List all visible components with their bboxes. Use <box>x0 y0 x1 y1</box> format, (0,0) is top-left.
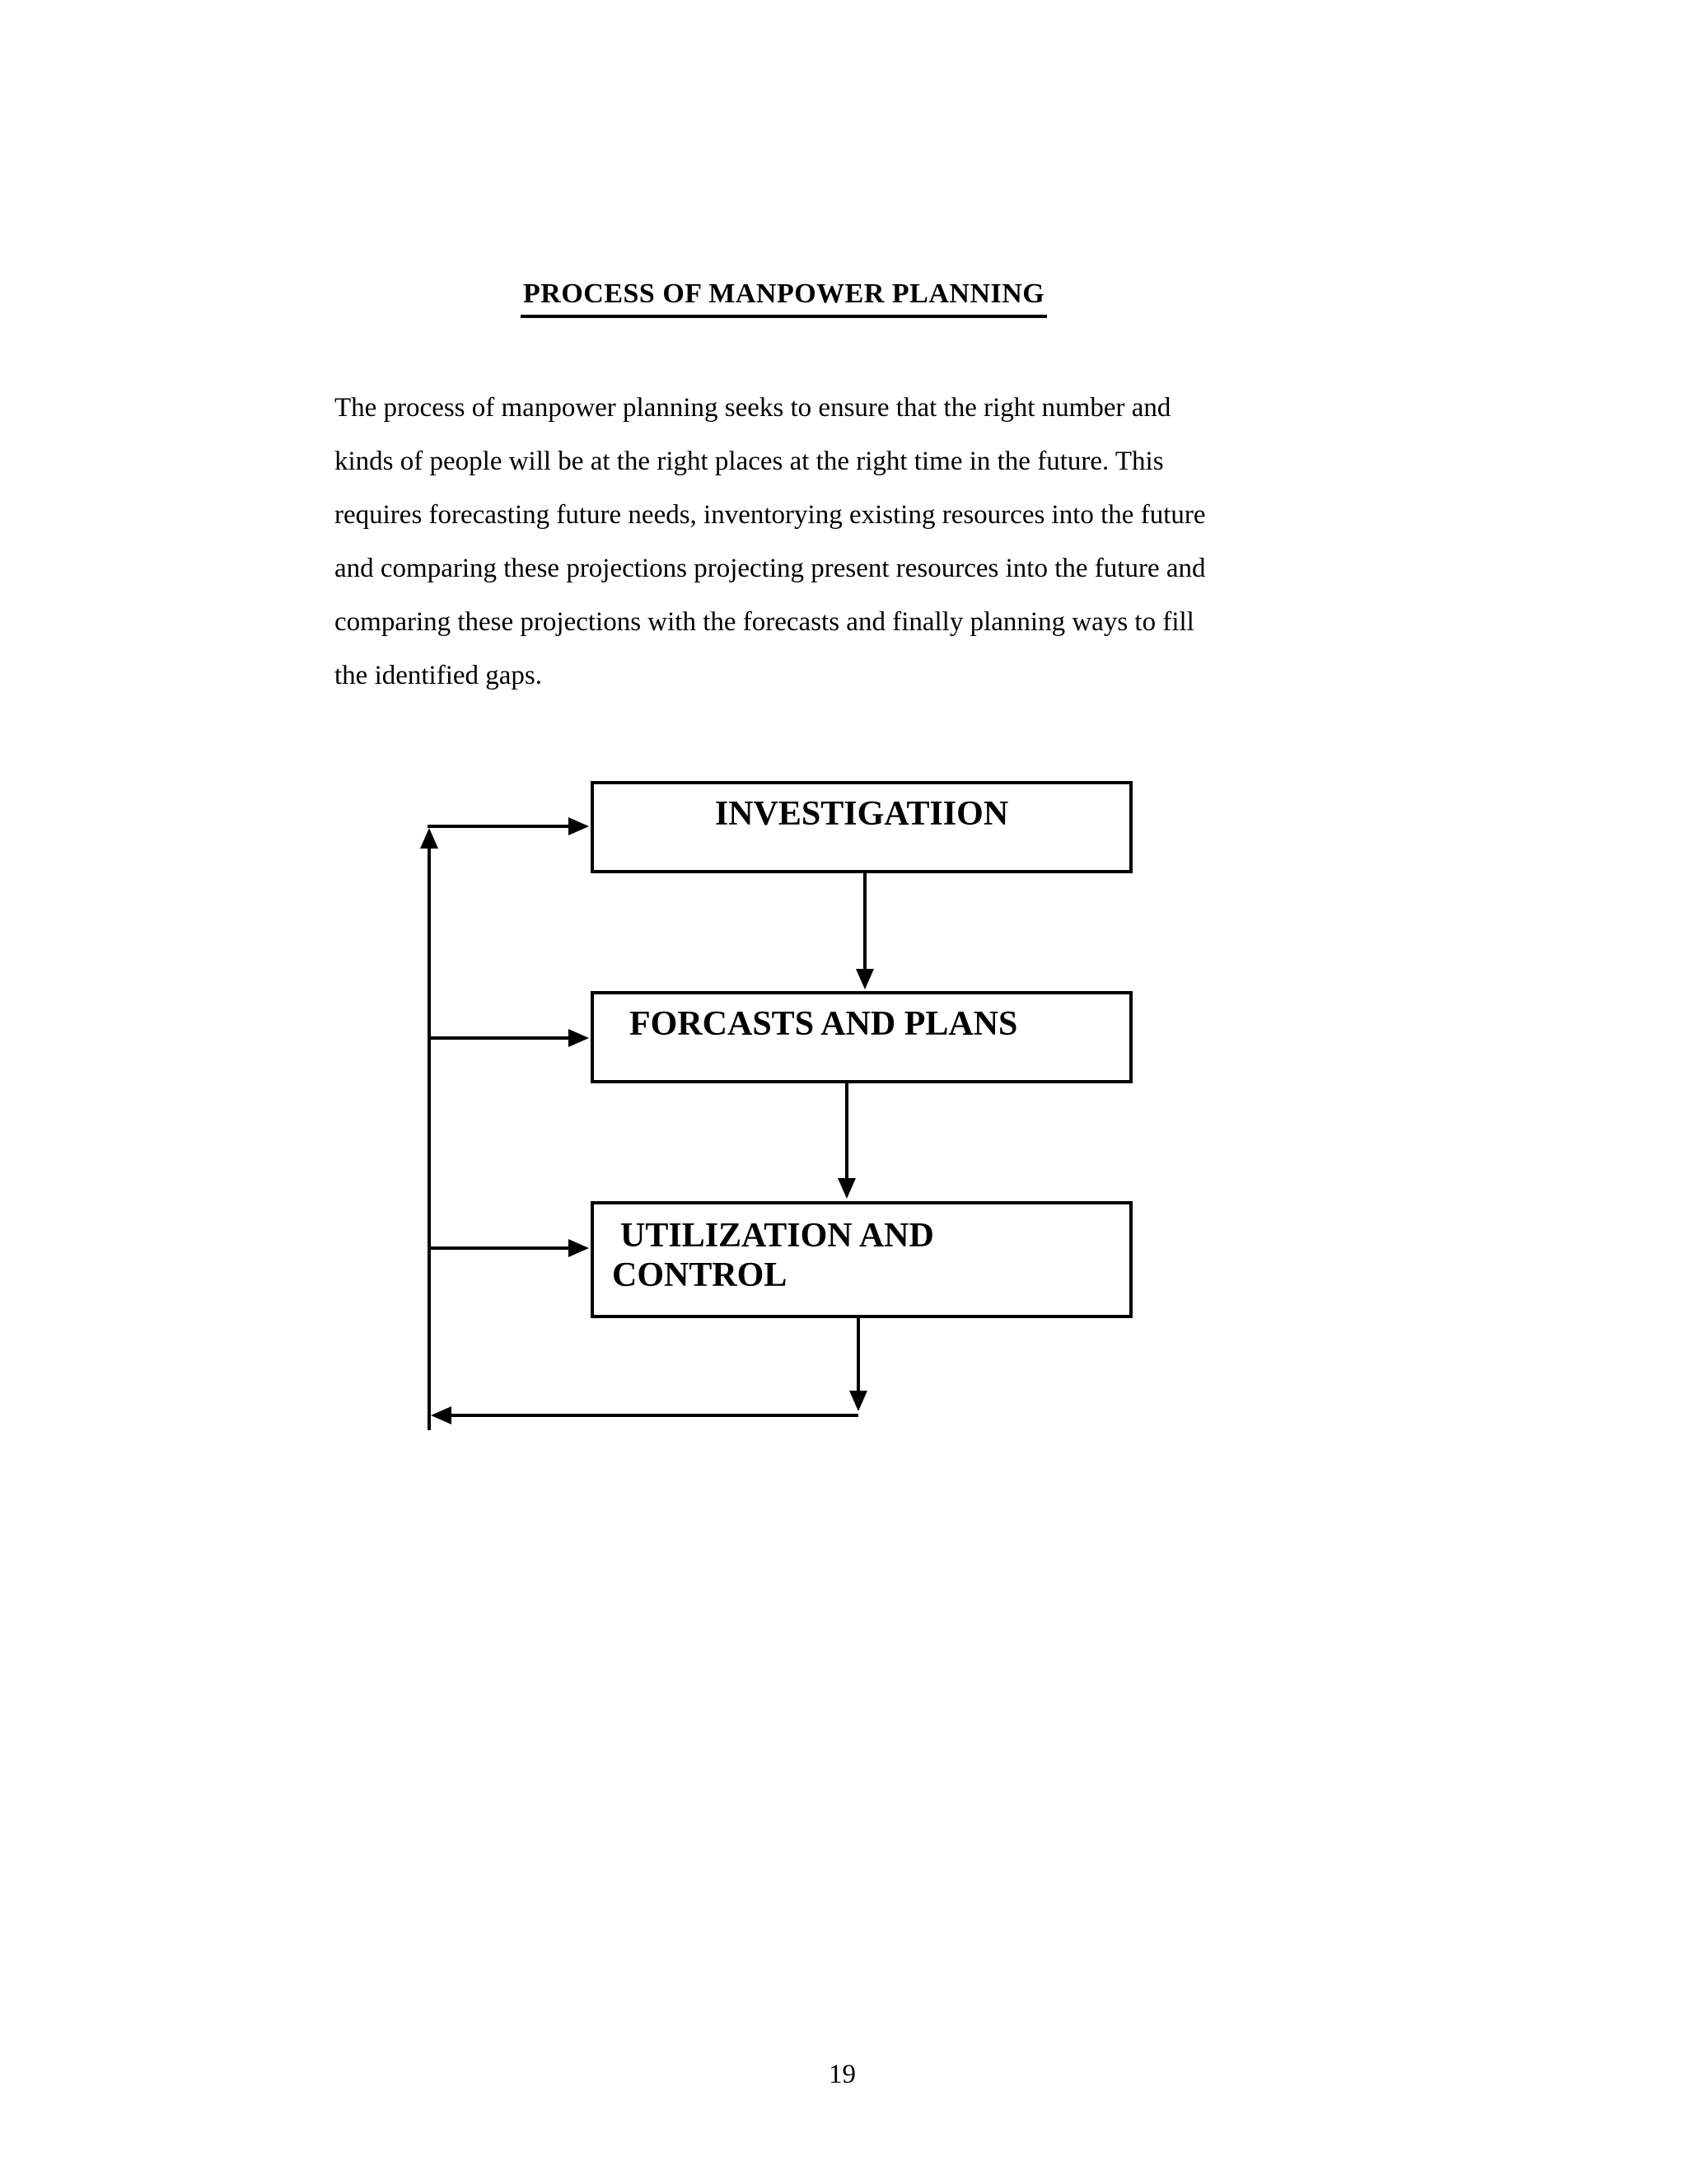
flowchart-box-forecasts: FORCASTS AND PLANS <box>591 991 1133 1083</box>
flowchart-box-label: FORCASTS AND PLANS <box>629 1005 1018 1043</box>
feedback-vertical-arrow <box>420 828 438 1430</box>
arrow-into-investigation <box>428 817 589 835</box>
flowchart-box-utilization: UTILIZATION AND CONTROL <box>591 1201 1133 1318</box>
paragraph-line: the identified gaps. <box>334 661 543 690</box>
arrow-into-utilization <box>428 1239 589 1257</box>
flowchart-box-label-line1: UTILIZATION AND <box>620 1217 934 1255</box>
arrow-into-forecasts <box>428 1029 589 1047</box>
flowchart-box-label-line2: CONTROL <box>612 1256 787 1294</box>
arrow-forecasts-to-utilization <box>838 1083 856 1199</box>
feedback-horizontal-arrow <box>431 1406 858 1424</box>
flowchart-box-investigation: INVESTIGATIION <box>591 781 1133 873</box>
arrow-investigation-to-forecasts <box>856 873 874 989</box>
page-number: 19 <box>829 2060 856 2089</box>
paragraph-line: and comparing these projections projecti… <box>334 554 1206 583</box>
paragraph-line: kinds of people will be at the right pla… <box>334 447 1164 476</box>
flowchart-box-label: INVESTIGATIION <box>714 795 1009 833</box>
paragraph-line: requires forecasting future needs, inven… <box>334 500 1206 530</box>
arrow-utilization-to-feedback <box>849 1318 867 1411</box>
body-paragraph: The process of manpower planning seeks t… <box>334 381 1356 703</box>
page-title: PROCESS OF MANPOWER PLANNING <box>521 278 1048 318</box>
paragraph-line: comparing these projections with the for… <box>334 607 1194 637</box>
paragraph-line: The process of manpower planning seeks t… <box>334 393 1171 423</box>
